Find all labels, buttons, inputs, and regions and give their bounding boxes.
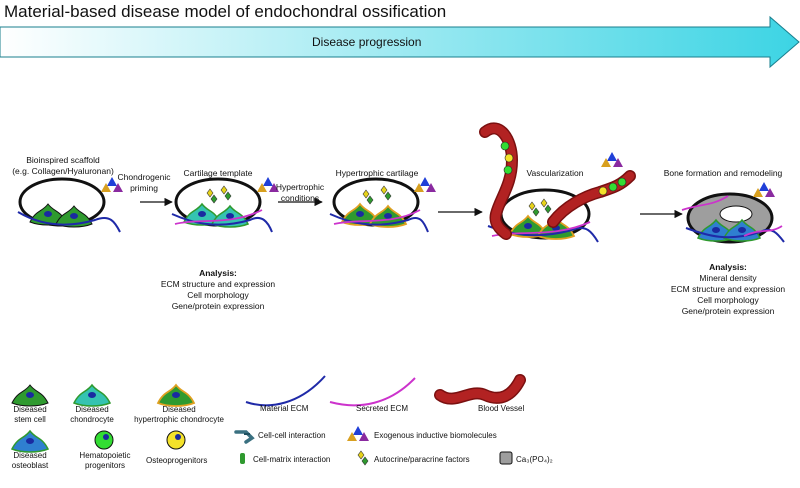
transition-label-hypertrophic-line1: Hypertrophic (275, 182, 325, 192)
stage-label-scaffold-line1: Bioinspired scaffold (26, 155, 100, 165)
autocrine-paracrine-icon (357, 450, 369, 466)
legend-label-chondrocyte: Diseased chondrocyte (62, 405, 122, 425)
legend-material-ecm-line (245, 375, 326, 407)
figure-title: Material-based disease model of endochon… (4, 2, 447, 21)
legend-osteoprogenitor-icon (166, 430, 186, 450)
legend-secreted-ecm-line (329, 377, 416, 407)
legend-label-blood-vessel: Blood Vessel (478, 404, 525, 413)
stage-hypertrophic-cartilage-illustration (329, 177, 436, 233)
legend-label-stem-cell-line1: Diseased (13, 405, 47, 414)
stage-label-hypertrophic-cartilage: Hypertrophic cartilage (322, 168, 432, 179)
legend-osteoblast-icon (11, 430, 49, 453)
exogenous-biomolecules-icon (347, 426, 369, 441)
analysis-bone: Analysis: Mineral density ECM structure … (654, 262, 800, 317)
legend-label-material-ecm: Material ECM (260, 404, 309, 413)
legend-label-stem-cell: Diseased stem cell (2, 405, 58, 425)
transition-label-chondrogenic-line1: Chondrogenic (117, 172, 171, 182)
transition-label-hypertrophic-line2: conditions (280, 193, 320, 203)
stage-bone-formation-illustration (681, 182, 785, 244)
analysis-cartilage-heading: Analysis: (199, 268, 237, 278)
legend-label-osteoblast-line2: osteoblast (11, 461, 49, 470)
legend (11, 374, 526, 466)
stage-cartilage-template-illustration (171, 177, 279, 233)
cell-matrix-interaction-icon (240, 453, 245, 464)
cell-cell-interaction-icon (234, 430, 255, 444)
legend-label-exogenous-biomolecules: Exogenous inductive biomolecules (374, 431, 497, 440)
legend-hypertrophic-chondrocyte-icon (157, 384, 195, 407)
analysis-bone-line: Cell morphology (697, 295, 759, 305)
stage-label-vascularization-line1: Vascularization (526, 168, 584, 178)
legend-label-hematopoietic: Hematopoietic progenitors (70, 451, 140, 471)
legend-label-chondrocyte-line2: chondrocyte (70, 415, 114, 424)
analysis-cartilage-line: ECM structure and expression (160, 279, 276, 289)
stage-scaffold-illustration (17, 177, 123, 233)
legend-label-osteoblast-line1: Diseased (13, 451, 47, 460)
stage-label-bone-formation-line1: Bone formation and remodeling (663, 168, 783, 178)
legend-stem-cell-icon (11, 384, 49, 407)
analysis-bone-line: Gene/protein expression (681, 306, 775, 316)
stage-label-cartilage-template-line1: Cartilage template (183, 168, 253, 178)
legend-label-calcium-phosphate: Ca₃(PO₄)₂ (516, 455, 553, 464)
legend-label-hematopoietic-line1: Hematopoietic (79, 451, 131, 460)
stage-label-scaffold-line2: (e.g. Collagen/Hyaluronan) (12, 166, 114, 176)
analysis-cartilage-line: Cell morphology (187, 290, 249, 300)
analysis-bone-heading: Analysis: (709, 262, 747, 272)
legend-hematopoietic-icon (94, 430, 114, 450)
legend-label-osteoprogenitors: Osteoprogenitors (146, 456, 208, 465)
legend-label-hypertrophic-chondrocyte-line1: Diseased (162, 405, 196, 414)
legend-label-cell-cell-interaction: Cell-cell interaction (258, 431, 326, 440)
analysis-bone-line: Mineral density (699, 273, 757, 283)
transition-label-chondrogenic-line2: priming (130, 183, 158, 193)
legend-label-stem-cell-line2: stem cell (14, 415, 46, 424)
legend-label-chondrocyte-line1: Diseased (75, 405, 109, 414)
stage-vascularization-illustration (479, 122, 636, 243)
disease-progression-arrow (0, 15, 800, 69)
legend-label-osteoblast: Diseased osteoblast (2, 451, 58, 471)
legend-label-hypertrophic-chondrocyte-line2: hypertrophic chondrocyte (134, 415, 224, 424)
legend-chondrocyte-icon (73, 384, 111, 407)
stage-label-vascularization: Vascularization (505, 168, 605, 179)
transition-label-hypertrophic: Hypertrophic conditions (266, 182, 334, 204)
analysis-cartilage: Analysis: ECM structure and expression C… (138, 268, 298, 312)
stage-label-cartilage-template: Cartilage template (168, 168, 268, 179)
stage-label-bone-formation: Bone formation and remodeling (648, 168, 798, 179)
analysis-bone-line: ECM structure and expression (670, 284, 786, 294)
legend-label-cell-matrix-interaction: Cell-matrix interaction (253, 455, 331, 464)
legend-label-hematopoietic-line2: progenitors (84, 461, 126, 470)
legend-label-autocrine-paracrine: Autocrine/paracrine factors (374, 455, 470, 464)
legend-label-secreted-ecm: Secreted ECM (356, 404, 409, 413)
disease-progression-label: Disease progression (312, 35, 422, 49)
stage-label-hypertrophic-cartilage-line1: Hypertrophic cartilage (335, 168, 419, 178)
legend-label-hypertrophic-chondrocyte: Diseased hypertrophic chondrocyte (124, 405, 234, 425)
analysis-cartilage-line: Gene/protein expression (171, 301, 265, 311)
stage-label-scaffold: Bioinspired scaffold (e.g. Collagen/Hyal… (8, 155, 118, 177)
calcium-phosphate-icon (499, 451, 513, 465)
transition-label-chondrogenic: Chondrogenic priming (110, 172, 178, 194)
